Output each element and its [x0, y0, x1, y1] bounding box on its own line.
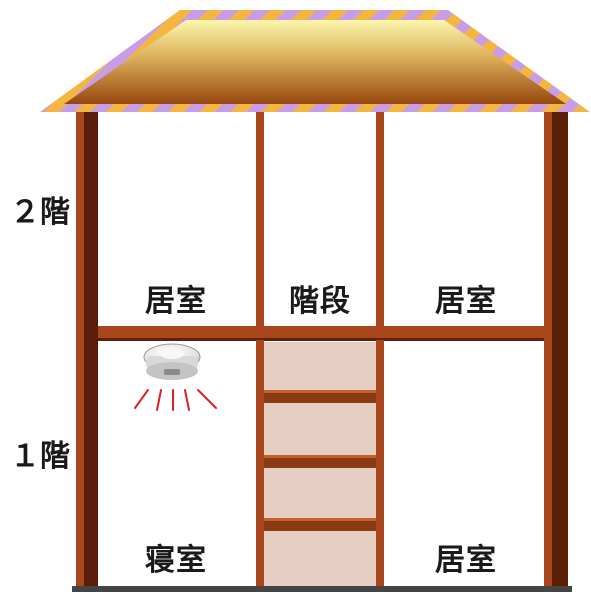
stair-step-highlight — [264, 518, 376, 521]
alarm-sound-rays — [134, 389, 217, 411]
floor-beam-shadow — [96, 338, 544, 341]
stair-step-highlight — [264, 390, 376, 393]
post-second-right — [376, 112, 384, 327]
roof — [40, 10, 590, 112]
roof-panel — [64, 20, 566, 104]
stair-steps — [264, 390, 376, 531]
room-label-first-right: 居室 — [435, 543, 497, 578]
stair-step — [264, 455, 376, 468]
left-wall-shade — [84, 112, 98, 588]
floor-label-first: １階 — [10, 439, 70, 474]
room-label-second-stairs: 階段 — [289, 284, 351, 319]
floor-beam — [96, 326, 544, 340]
room-label-first-left: 寝室 — [145, 543, 207, 578]
stair-post-left — [256, 340, 264, 588]
ground-line — [72, 586, 572, 592]
stair-post-right — [376, 340, 384, 588]
stair-step — [264, 390, 376, 403]
post-second-left — [256, 112, 264, 327]
smoke-alarm-icon — [143, 343, 201, 380]
stair-step — [264, 518, 376, 531]
stair-step-highlight — [264, 455, 376, 458]
floor-label-second: ２階 — [10, 195, 70, 230]
right-wall-shade — [552, 112, 568, 588]
room-label-second-right: 居室 — [435, 284, 497, 319]
room-label-second-left: 居室 — [145, 284, 207, 319]
